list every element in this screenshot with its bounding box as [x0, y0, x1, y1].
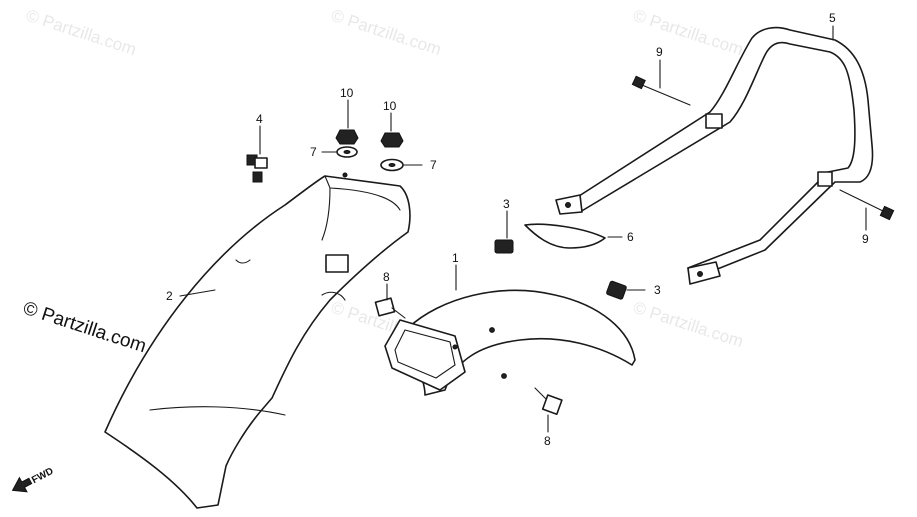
- nut-part-3-upper[interactable]: [494, 239, 514, 254]
- washer-part-7-left[interactable]: [336, 146, 358, 158]
- inner-fender-hole: [342, 172, 348, 178]
- nut-part-3-lower[interactable]: [606, 280, 627, 300]
- rear-fender-part-1[interactable]: [384, 289, 636, 396]
- copyright-text: © Partzilla.com: [20, 298, 148, 358]
- grab-rail-bolt-hole-front: [565, 202, 571, 208]
- clip-part-4[interactable]: [246, 154, 268, 183]
- callout-7-left: 7: [310, 145, 317, 159]
- inner-fender-clip: [325, 254, 349, 273]
- callout-2: 2: [166, 289, 173, 303]
- callout-9-upper: 9: [656, 45, 663, 59]
- nut-part-10-right[interactable]: [380, 132, 404, 148]
- callout-7-right: 7: [430, 158, 437, 172]
- watermark-5: © Partzilla.com: [631, 298, 746, 351]
- callout-8-lower: 8: [544, 434, 551, 448]
- callout-3-lower: 3: [654, 283, 661, 297]
- grab-rail-bolt-hole-rear: [697, 271, 703, 277]
- rear-fender-hole-3: [452, 344, 458, 350]
- grab-rail-collar-rear: [817, 171, 833, 187]
- leader-lines: [179, 25, 867, 433]
- callout-4: 4: [256, 112, 263, 126]
- spacer-part-8-lower[interactable]: [534, 387, 563, 416]
- watermark-1: © Partzilla.com: [24, 6, 139, 59]
- rear-fender-hole-2: [501, 373, 507, 379]
- callout-6: 6: [627, 230, 634, 244]
- callout-3-upper: 3: [503, 197, 510, 211]
- grab-rail-collar-front: [705, 113, 723, 129]
- washer-part-7-right[interactable]: [380, 158, 404, 172]
- fwd-label: FWD: [30, 466, 55, 486]
- nut-part-10-left[interactable]: [335, 129, 359, 145]
- callout-10-right: 10: [383, 99, 397, 113]
- fwd-arrow-icon: [11, 476, 33, 493]
- callout-9-lower: 9: [862, 232, 869, 246]
- callout-10-left: 10: [340, 86, 354, 100]
- bolt-part-9-upper[interactable]: [631, 75, 691, 106]
- fwd-arrow: FWD: [11, 466, 55, 493]
- watermark-2: © Partzilla.com: [329, 6, 444, 59]
- bolt-part-9-lower[interactable]: [839, 189, 895, 221]
- callouts: 1 2 3 3 4 5 6 7 7 8 8 9 9 10 10: [166, 11, 869, 448]
- spacer-part-8-upper[interactable]: [374, 297, 406, 319]
- callout-1: 1: [452, 251, 459, 265]
- callout-5: 5: [829, 11, 836, 25]
- plate-part-6[interactable]: [524, 223, 606, 249]
- rear-fender-hole-1: [489, 327, 495, 333]
- inner-fender-part-2[interactable]: [104, 172, 411, 509]
- watermark-3: © Partzilla.com: [631, 6, 746, 59]
- grab-rail-part-5[interactable]: [555, 26, 874, 285]
- callout-8-upper: 8: [383, 270, 390, 284]
